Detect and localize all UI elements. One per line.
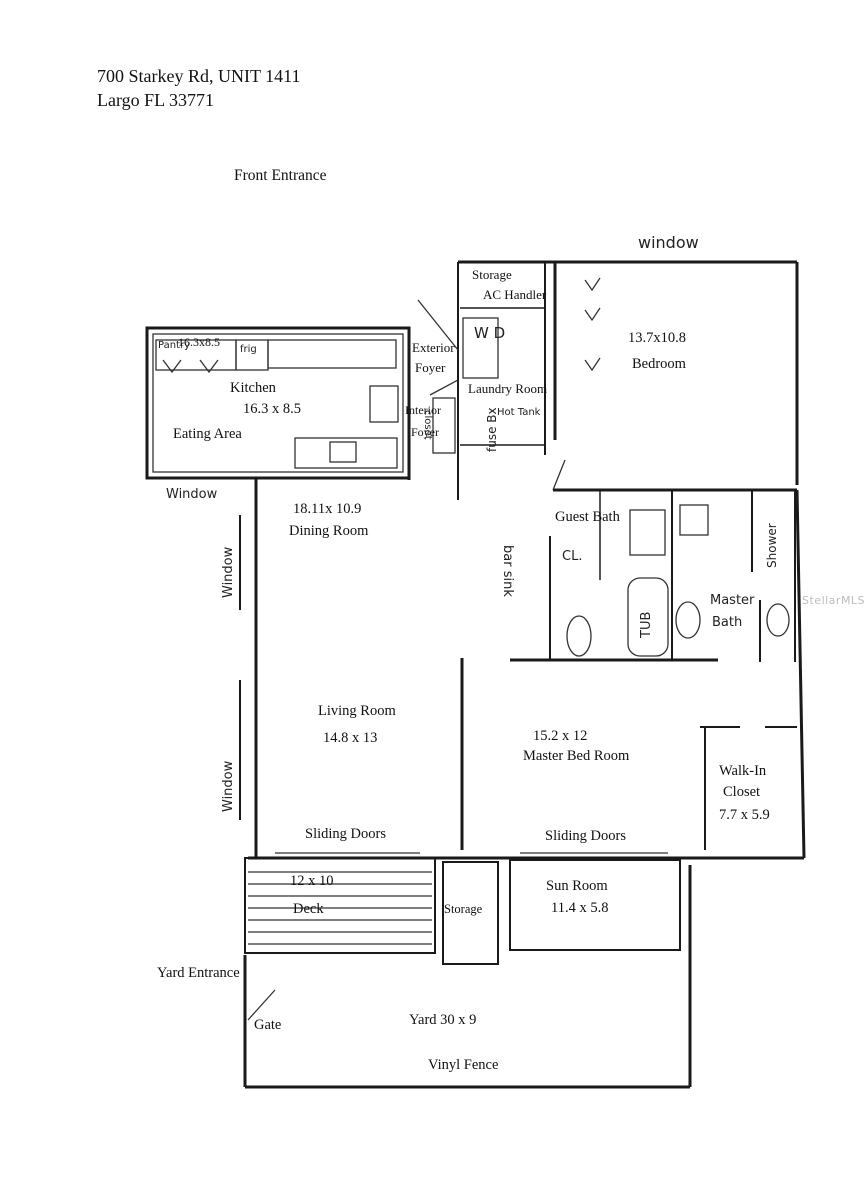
address-line-1: 700 Starkey Rd, UNIT 1411	[97, 66, 301, 86]
fuse-box-label: fuse Bx	[485, 407, 499, 452]
vinyl-fence-label: Vinyl Fence	[428, 1057, 499, 1073]
frig-label: frig	[240, 344, 257, 355]
kitchen-dim: 16.3 x 8.5	[243, 401, 301, 417]
bedroom-dim: 13.7x10.8	[628, 330, 686, 346]
ac-handler-label: AC Handler	[483, 287, 547, 302]
closet-vertical-label: closet	[422, 410, 433, 440]
yard-label: Yard 30 x 9	[409, 1012, 477, 1028]
sun-room-outline	[509, 859, 681, 951]
bar-sink-label: bar sink	[500, 545, 515, 597]
watermark: StellarMLS	[802, 594, 866, 607]
dining-dim: 18.11x 10.9	[293, 501, 362, 517]
storage-outline	[442, 861, 499, 965]
sink	[329, 441, 357, 463]
sun-room-label: Sun Room	[546, 878, 608, 894]
master-bed-room-label: Master Bed Room	[523, 748, 630, 764]
deck-dim: 12 x 10	[290, 873, 334, 889]
tub-label: TUB	[639, 611, 654, 638]
storage-top-label: Storage	[472, 267, 512, 282]
yard-entrance-label: Yard Entrance	[157, 965, 240, 981]
kitchen-small-dim: 16.3x8.5	[178, 335, 220, 349]
walk-in-label-1: Walk-In	[719, 763, 767, 779]
guest-bath-label: Guest Bath	[555, 509, 620, 525]
foyer-2-label: Foyer	[411, 425, 439, 439]
living-room-label: Living Room	[318, 703, 396, 719]
sun-room-dim: 11.4 x 5.8	[551, 900, 609, 916]
window-left-low-label: Window	[221, 760, 236, 812]
window-top-label: window	[638, 233, 699, 252]
kitchen-inner-wall	[152, 333, 404, 473]
walk-in-dim: 7.7 x 5.9	[719, 807, 770, 823]
deck-label: Deck	[293, 901, 324, 917]
washer-dryer-label: W D	[474, 324, 506, 342]
living-room-dim: 14.8 x 13	[323, 730, 378, 746]
storage-bottom-label: Storage	[444, 902, 483, 916]
window-left-mid-label: Window	[221, 546, 236, 598]
sliding-doors-right-label: Sliding Doors	[545, 828, 626, 844]
gate-label: Gate	[254, 1017, 282, 1033]
shower-label: Shower	[765, 523, 779, 568]
exterior-label: Exterior	[412, 340, 455, 355]
interior-label: Interior	[405, 403, 441, 417]
master-bed-dim: 15.2 x 12	[533, 728, 588, 744]
walk-in-label-2: Closet	[723, 784, 761, 800]
pantry-label: Pantry	[158, 340, 190, 351]
master-bath-label-1: Master	[710, 593, 755, 608]
master-bath-label-2: Bath	[712, 615, 743, 630]
front-entrance-label: Front Entrance	[234, 167, 327, 184]
sliding-doors-left-label: Sliding Doors	[305, 826, 386, 842]
address-line-2: Largo FL 33771	[97, 90, 214, 110]
window-left-top-label: Window	[166, 487, 218, 502]
bedroom-label: Bedroom	[632, 356, 686, 372]
eating-area-label: Eating Area	[173, 426, 242, 442]
hot-tank-label: Hot Tank	[497, 407, 541, 418]
foyer-1-label: Foyer	[415, 360, 446, 375]
laundry-room-label: Laundry Room	[468, 381, 548, 396]
kitchen-counter-top	[267, 339, 397, 369]
stove	[369, 385, 399, 423]
dining-room-label: Dining Room	[289, 523, 369, 539]
cl-label: CL.	[562, 549, 583, 564]
kitchen-counter-bottom	[294, 437, 398, 469]
kitchen-label: Kitchen	[230, 380, 276, 396]
deck-outline	[244, 857, 436, 954]
